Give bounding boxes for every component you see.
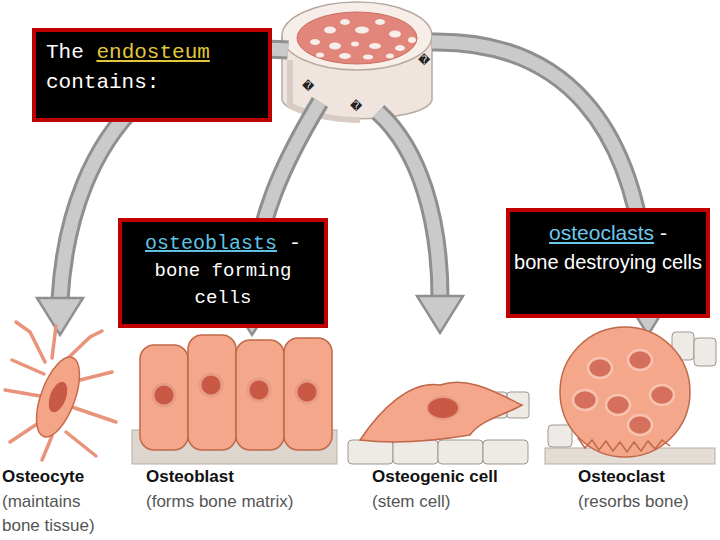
bone-cylinder-part: [395, 45, 405, 51]
cell-role: (forms bone matrix): [146, 490, 346, 514]
osteocyte-cell-part: [45, 379, 71, 415]
osteocyte-cell-part-part: [42, 436, 52, 460]
highlighted-term: endosteum: [96, 41, 209, 64]
highlighted-term: osteoblasts: [145, 232, 277, 255]
bone-cylinder: [282, 2, 432, 120]
osteoclast-cell-part: [588, 358, 612, 378]
osteocyte-cell-part-part: [16, 322, 45, 362]
bone-cylinder-part: [375, 19, 385, 25]
glyph-mark: �: [350, 99, 370, 113]
osteoclast-cell-part: [650, 385, 674, 405]
text-run: cells: [662, 251, 702, 273]
bone-cylinder-part: [297, 12, 417, 64]
osteocyte-cell-part-part: [5, 390, 40, 396]
text-run: The: [46, 41, 84, 64]
osteogenic-cell-part: [360, 382, 522, 442]
bone-cylinder-part: [355, 27, 369, 34]
intro-box: The endosteum contains:: [32, 28, 272, 122]
osteoblast-cell-part: [248, 379, 270, 401]
cell-role: (stem cell): [372, 490, 572, 514]
bone-cylinder-part: [324, 27, 336, 34]
osteoblast-cell-part: [236, 340, 284, 450]
cell-type-box: osteoclasts -bone destroying cells: [506, 208, 710, 318]
bone-cylinder-part: [329, 43, 341, 50]
osteoclast-cell: [545, 327, 716, 464]
text-run: [84, 41, 97, 64]
text-run: destroying: [564, 251, 656, 273]
osteoclast-cell-part: [548, 425, 572, 447]
bone-cylinder-part: [316, 53, 324, 58]
osteoclast-cell-part: [606, 395, 630, 415]
text-run: bone: [514, 251, 559, 273]
text-run: forming: [212, 260, 292, 282]
osteogenic-cell-part: [427, 397, 459, 419]
text-run: bone: [155, 260, 201, 282]
bone-cylinder-part: [351, 42, 359, 47]
box-heading: osteoclasts -: [514, 218, 702, 248]
glyph-mark: �: [418, 53, 438, 67]
bone-cylinder-part: [310, 39, 320, 45]
cell-name: Osteocyte: [2, 466, 142, 488]
bone-cylinder-part: [339, 53, 351, 59]
bone-cylinder-part: [363, 55, 373, 60]
flow-arrow-part: [417, 296, 463, 333]
osteoclast-cell-part: [628, 350, 652, 370]
osteogenic-cell-part: [438, 440, 483, 464]
text-run: cells: [194, 287, 251, 309]
osteocyte-cell-part: [5, 322, 116, 460]
cell-type-box: osteoblasts -bone forming cells: [118, 218, 328, 328]
bone-cylinder-part: [408, 37, 416, 43]
box-heading: The endosteum contains:: [46, 38, 258, 98]
osteoclast-cell-part: [560, 327, 690, 457]
text-run: -: [660, 221, 667, 244]
osteocyte-cell: [5, 322, 116, 460]
osteocyte-cell-part-part: [72, 407, 116, 422]
osteogenic-cell: [348, 382, 529, 464]
osteoclast-cell-part: [628, 415, 652, 435]
osteocyte-cell-part-part: [66, 432, 96, 456]
text-run: [654, 221, 660, 244]
highlighted-term: osteoclasts: [549, 221, 654, 244]
box-heading: osteoblasts -: [124, 230, 322, 258]
bone-cylinder-part: [386, 54, 394, 59]
osteoclast-cell-part: [573, 390, 597, 410]
text-run: contains:: [46, 71, 159, 94]
osteocyte-cell-part-part: [12, 360, 44, 374]
glyph-mark: �: [302, 79, 322, 93]
box-body: bone forming cells: [124, 258, 322, 312]
osteoblast-cell-part: [200, 374, 222, 396]
flow-arrow-part: [378, 112, 440, 298]
osteoblast-cell-part: [188, 335, 236, 450]
text-run: -: [289, 232, 301, 255]
text-run: [656, 251, 662, 273]
cell-name: Osteogenic cell: [372, 466, 572, 488]
cell-name: Osteoblast: [146, 466, 346, 488]
osteoblast-cell-part: [153, 384, 175, 406]
osteoblast-cell-part: [284, 338, 332, 450]
osteogenic-cell-part: [393, 440, 438, 464]
text-run: [200, 260, 211, 282]
cell-role: (maintains bone tissue): [2, 490, 114, 538]
bone-cylinder-part: [282, 2, 432, 70]
osteogenic-cell-part: [483, 440, 528, 464]
osteoblast-cell-part: [296, 381, 318, 403]
osteoblast-cell: [132, 335, 337, 464]
osteoclast-cell-part: [694, 338, 716, 366]
bone-cylinder-part: [369, 43, 381, 49]
cell-role: (resorbs bone): [578, 490, 718, 514]
osteoblast-cell-part: [140, 345, 188, 450]
box-body: bone destroying cells: [514, 248, 702, 276]
flow-arrow-part: [378, 112, 440, 298]
bone-cylinder-part: [389, 31, 401, 38]
flow-arrow-part: [37, 298, 83, 335]
osteogenic-cell-part: [348, 440, 393, 464]
cell-name: Osteoclast: [578, 466, 718, 488]
bone-cylinder-part: [340, 19, 350, 25]
osteocyte-cell-part: [28, 352, 89, 443]
text-run: [277, 232, 289, 255]
osteocyte-cell-part-part: [52, 326, 56, 358]
osteoclast-cell-part: [578, 438, 670, 452]
text-run: [559, 251, 565, 273]
